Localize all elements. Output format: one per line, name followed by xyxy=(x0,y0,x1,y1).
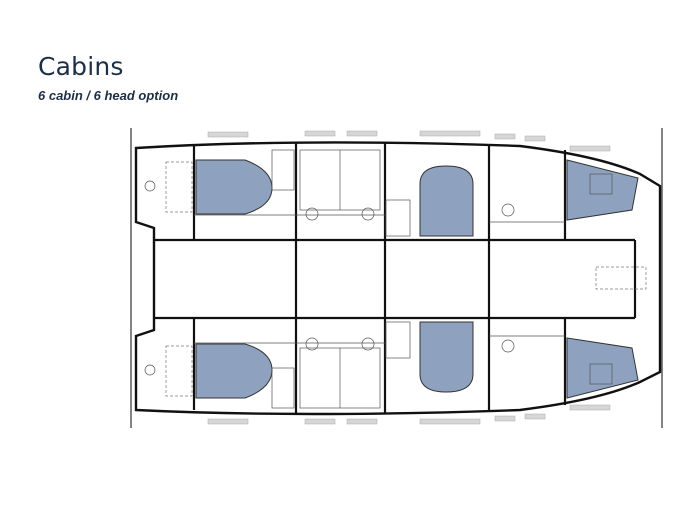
page-subtitle: 6 cabin / 6 head option xyxy=(38,88,179,103)
heads-port xyxy=(271,149,515,237)
cabin-bed-fwd-port xyxy=(566,159,639,221)
page-title: Cabins xyxy=(38,52,124,81)
cabin-bed-aft-starboard xyxy=(195,343,273,399)
fwd-starboard-desk xyxy=(589,363,613,385)
hatch-windows-bottom xyxy=(207,404,611,425)
aft-steps-port xyxy=(144,161,193,213)
cabin-bed-aft-port xyxy=(195,159,273,215)
heads-starboard xyxy=(271,321,515,409)
hull-outline xyxy=(134,141,662,416)
port-hull-bulkheads xyxy=(192,143,567,240)
aft-steps-starboard xyxy=(144,345,193,397)
cabin-bed-mid-starboard xyxy=(419,321,474,393)
fwd-port-desk xyxy=(589,173,613,195)
cabin-bed-mid-port xyxy=(419,165,474,237)
cabin-bed-fwd-starboard xyxy=(566,337,639,399)
hatch-windows-top xyxy=(207,130,611,152)
forward-hatch xyxy=(595,266,647,290)
starboard-hull-bulkheads xyxy=(192,318,567,414)
